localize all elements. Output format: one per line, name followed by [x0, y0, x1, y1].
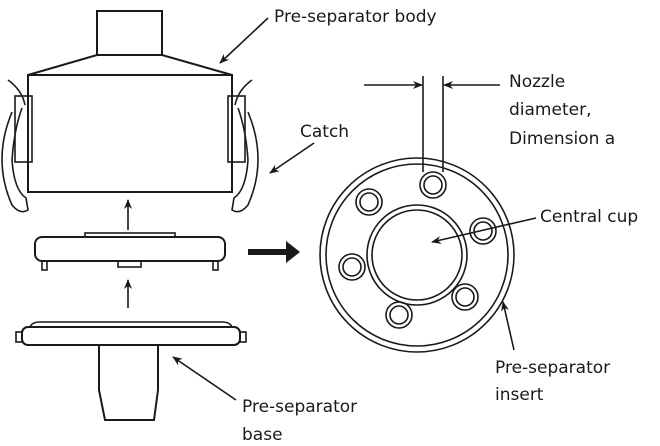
label-nozzle-3: Dimension a — [509, 129, 615, 149]
label-base-2: base — [242, 425, 283, 445]
pre-separator-insert-side — [34, 232, 226, 271]
leader-base-arrow — [172, 356, 237, 401]
pre-separator-insert-top — [319, 76, 515, 353]
label-insert-1: Pre-separator — [495, 358, 610, 378]
label-base-1: Pre-separator — [242, 397, 357, 417]
leader-catch-arrow — [269, 142, 315, 174]
leader-body-arrow — [219, 17, 269, 64]
label-central-cup: Central cup — [540, 207, 638, 227]
pre-separator-base — [15, 321, 247, 421]
label-nozzle-1: Nozzle — [509, 72, 565, 92]
catch-right — [227, 79, 259, 213]
label-insert-2: insert — [495, 385, 544, 405]
label-catch: Catch — [300, 122, 349, 142]
pre-separator-body — [1, 10, 259, 213]
leader-cup-arrow — [431, 217, 537, 244]
label-nozzle-2: diameter, — [509, 100, 591, 120]
view-arrow-icon — [248, 241, 300, 263]
catch-left — [1, 79, 33, 213]
nozzle-holes — [338, 171, 497, 329]
leader-insert-arrow — [501, 301, 515, 351]
label-body: Pre-separator body — [274, 7, 437, 27]
